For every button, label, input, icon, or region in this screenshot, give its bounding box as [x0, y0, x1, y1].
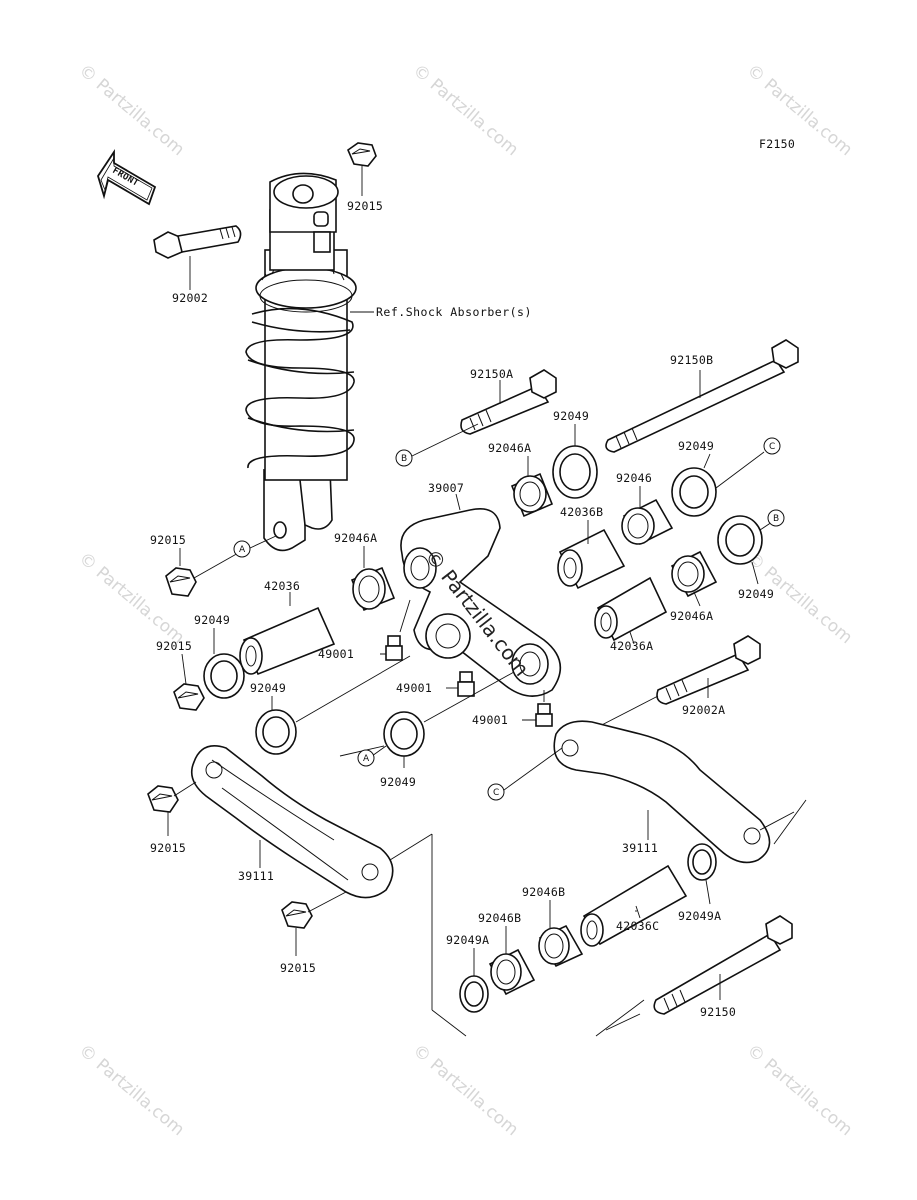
- bearing-92046A-upper: [510, 456, 554, 518]
- bearing-92046B-upper: [538, 900, 584, 968]
- svg-text:B: B: [401, 454, 407, 464]
- watermark: © Partzilla.com: [75, 549, 188, 649]
- callout-a-upper: A: [233, 540, 251, 558]
- watermark: © Partzilla.com: [409, 61, 522, 161]
- part-label: 92049: [380, 775, 416, 789]
- collar-92049A-right: [687, 843, 717, 905]
- tie-rod-39111-right: [503, 720, 807, 864]
- part-label: 92002: [172, 291, 208, 305]
- part-label: 49001: [318, 647, 354, 661]
- part-label: 92049A: [446, 933, 489, 947]
- part-label: 49001: [472, 713, 508, 727]
- part-label: 42036B: [560, 505, 603, 519]
- part-label: 92049: [553, 409, 589, 423]
- part-label: 92049: [250, 681, 286, 695]
- bearing-92046B-lower: [488, 926, 536, 996]
- part-label: 92046A: [670, 609, 713, 623]
- part-label: 92049: [194, 613, 230, 627]
- callout-a-lower: A: [357, 749, 375, 767]
- bearing-92046A-left: [350, 546, 396, 612]
- part-label: 92049: [678, 439, 714, 453]
- bolt-92002: [153, 225, 242, 290]
- part-label: 92046: [616, 471, 652, 485]
- part-label: 39111: [238, 869, 274, 883]
- part-label: 92049: [738, 587, 774, 601]
- grease-fitting-49001-b: [446, 671, 475, 697]
- part-label: 92046A: [334, 531, 377, 545]
- bearing-92046A-right: [670, 550, 718, 607]
- part-label: 92046B: [478, 911, 521, 925]
- part-label: 92049A: [678, 909, 721, 923]
- collar-92049A-left: [459, 948, 489, 1013]
- bearing-92046: [621, 486, 674, 546]
- sleeve-42036B: [557, 520, 626, 590]
- sleeve-42036A: [594, 576, 668, 645]
- tie-rod-39111-left: [190, 745, 467, 1037]
- reference-note: Ref.Shock Absorber(s): [376, 305, 532, 319]
- part-label: 92046B: [522, 885, 565, 899]
- svg-text:C: C: [769, 442, 775, 452]
- callout-c-lower: C: [487, 783, 505, 801]
- part-label: 39007: [428, 481, 464, 495]
- part-label: 92150A: [470, 367, 513, 381]
- callout-b-upper: B: [395, 449, 413, 467]
- part-label: 92015: [150, 533, 186, 547]
- watermark: © Partzilla.com: [743, 1041, 856, 1141]
- part-label: 92015: [150, 841, 186, 855]
- part-label: 42036A: [610, 639, 653, 653]
- bolt-92150A: [460, 369, 557, 435]
- part-label: 92015: [156, 639, 192, 653]
- collar-92049-right: [671, 453, 717, 517]
- collar-92049-left: [203, 628, 245, 699]
- nut-92015-bottom: [281, 891, 347, 956]
- callout-c-upper: C: [763, 437, 781, 455]
- collar-92049-a-side: [339, 671, 515, 768]
- diagram-code: F2150: [759, 137, 795, 151]
- sleeve-42036: [239, 592, 336, 676]
- nut-92015-left-middle: [173, 653, 205, 711]
- part-label: 92015: [347, 199, 383, 213]
- nut-92015-lower-left: [147, 781, 197, 836]
- bolt-92002A: [591, 635, 761, 731]
- part-label: 92015: [280, 961, 316, 975]
- part-label: 42036: [264, 579, 300, 593]
- part-label: 92150B: [670, 353, 713, 367]
- grease-fitting-49001-a: [380, 599, 411, 661]
- part-label: 39111: [622, 841, 658, 855]
- svg-text:A: A: [239, 545, 246, 555]
- rocker-arm-39007: © Partzilla.com: [400, 493, 562, 697]
- sleeve-42036C: [580, 864, 688, 947]
- nut-92015-left-upper: [165, 548, 241, 597]
- collar-92049-lower-left: [255, 655, 411, 755]
- watermark: © Partzilla.com: [75, 61, 188, 161]
- svg-text:C: C: [493, 788, 499, 798]
- svg-text:B: B: [773, 514, 779, 524]
- part-label: 92046A: [488, 441, 531, 455]
- watermark: © Partzilla.com: [75, 1041, 188, 1141]
- front-arrow-icon: FRONT: [97, 149, 157, 206]
- part-label: 49001: [396, 681, 432, 695]
- collar-92049-b-side: [717, 515, 763, 585]
- collar-92049-upper: [552, 424, 598, 499]
- bolt-92150B: [605, 339, 799, 453]
- watermark: © Partzilla.com: [409, 1041, 522, 1141]
- part-label: 92002A: [682, 703, 725, 717]
- nut-92015-top: [347, 142, 377, 196]
- shock-absorber: [245, 172, 357, 552]
- svg-text:A: A: [363, 754, 370, 764]
- bolt-92150: [595, 915, 793, 1037]
- part-label: 42036C: [616, 919, 659, 933]
- grease-fitting-49001-c: [522, 690, 553, 727]
- part-labels: 92015 92002 92150A 92150B 92049 92049 92…: [150, 199, 774, 1019]
- callout-b-right: B: [767, 509, 785, 527]
- part-label: 92150: [700, 1005, 736, 1019]
